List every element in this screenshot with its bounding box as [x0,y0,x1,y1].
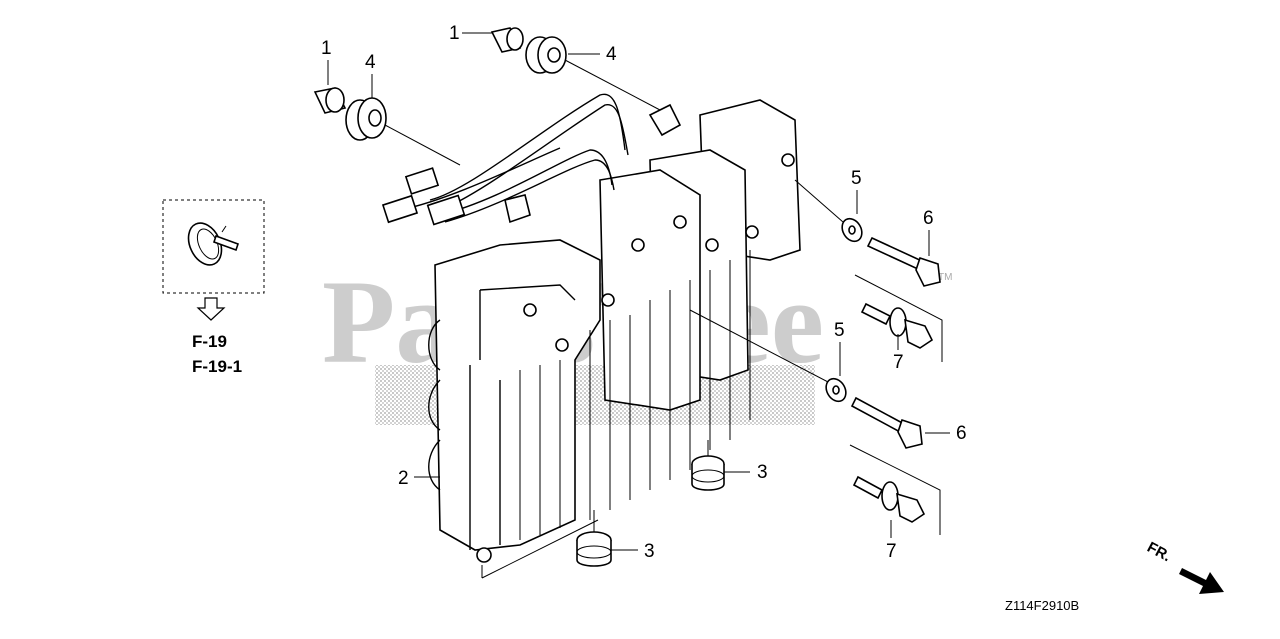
grommet-4-left [345,97,387,141]
callout-3-bottom: 3 [644,541,655,562]
callout-1-left: 1 [321,38,332,59]
callout-7-upper: 7 [893,352,904,373]
callout-5-upper: 5 [851,168,862,189]
front-direction: FR. [1144,539,1224,594]
callout-4-top: 4 [606,44,617,65]
callout-2: 2 [398,468,409,489]
collar-1-top [490,27,524,53]
cooling-ribs [519,250,751,540]
arrow-down-icon [196,297,226,321]
watermark-trademark: TM [938,272,952,283]
battery-pack [381,93,801,563]
reference-f19-1: F-19-1 [192,357,242,376]
callout-7-lower: 7 [886,541,897,562]
mount-3-right [691,455,725,491]
callout-6-lower: 6 [956,423,967,444]
callout-1-top: 1 [449,23,460,44]
washer-5-upper [841,217,863,243]
callout-6-upper: 6 [923,208,934,229]
front-label: FR. [1144,539,1173,565]
callout-4-left: 4 [365,52,376,73]
grommet-4-top [525,36,567,74]
bolt-6-lower [850,396,923,449]
reference-f19: F-19 [192,332,227,351]
collar-1-left [313,87,347,114]
callout-5-lower: 5 [834,320,845,341]
drawing-code: Z114F2910B [1005,598,1079,613]
front-arrow-icon [1179,568,1224,594]
callout-3-right: 3 [757,462,768,483]
bolt-7-upper [860,302,934,349]
washer-5-lower [825,377,847,403]
cable-clamp-icon [187,222,240,266]
reference-inset [162,199,265,321]
bolt-6-upper [866,236,941,287]
mount-3-bottom [576,531,612,567]
bolt-7-lower [852,475,926,523]
